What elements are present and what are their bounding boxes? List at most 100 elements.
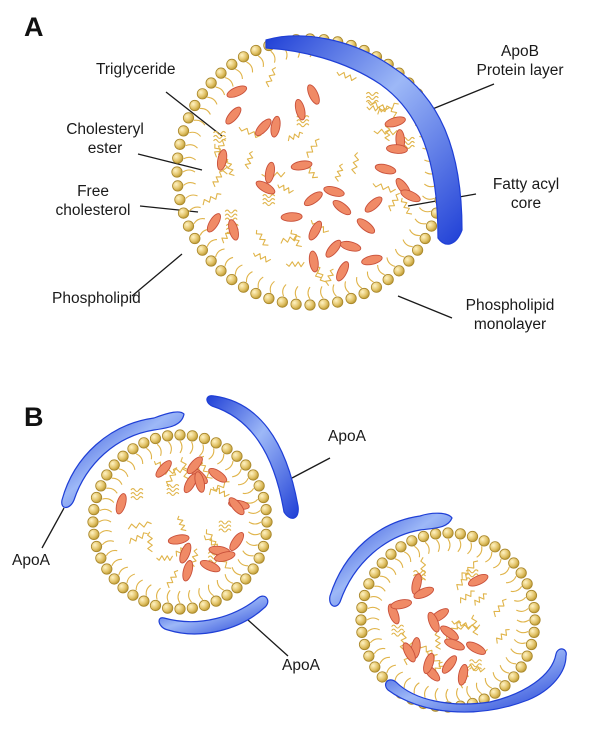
- phospholipid-tail: [106, 488, 117, 493]
- phospholipid-tail: [506, 657, 516, 663]
- label-apoa-left: ApoA: [12, 551, 50, 570]
- phospholipid-head: [467, 531, 477, 541]
- lipid-ellipse: [355, 216, 377, 236]
- phospholipid-head: [102, 564, 112, 574]
- particle-a: [172, 34, 448, 310]
- phospholipid-head: [258, 492, 268, 502]
- phospholipid-tail: [167, 590, 170, 602]
- lipid-ellipse: [207, 466, 229, 485]
- phospholipid-head: [516, 662, 526, 672]
- phospholipid-head: [206, 256, 216, 266]
- phospholipid-head: [232, 583, 242, 593]
- phospholipid-head: [91, 492, 101, 502]
- phospholipid-tail: [168, 442, 171, 454]
- label-apoa-right: ApoA: [328, 427, 366, 446]
- fatty-acyl-chain: [253, 253, 270, 262]
- phospholipid-tail: [414, 683, 419, 694]
- leader-apoa-left: [42, 508, 64, 548]
- phospholipid-tail: [246, 499, 258, 503]
- phospholipid-tail: [493, 559, 501, 568]
- phospholipid-head: [530, 615, 540, 625]
- lipid-ellipse: [334, 260, 351, 283]
- phospholipid-head: [173, 153, 183, 163]
- fatty-acyl-chain: [178, 516, 187, 531]
- panel-b-letter: B: [24, 402, 44, 433]
- cholesterol-cluster: [214, 131, 226, 142]
- lipid-ellipse: [294, 98, 307, 120]
- phospholipid-head: [206, 78, 216, 88]
- phospholipid-head: [238, 52, 248, 62]
- lipid-ellipse: [225, 84, 248, 100]
- phospholipid-tail: [511, 649, 522, 654]
- lipid-ellipse: [227, 219, 241, 242]
- phospholipid-tail: [367, 272, 373, 282]
- phospholipid-tail: [235, 265, 242, 275]
- phospholipid-head: [261, 529, 271, 539]
- phospholipid-tail: [178, 591, 180, 603]
- phospholipid-tail: [258, 277, 263, 288]
- phospholipid-tail: [235, 69, 242, 79]
- phospholipid-head: [173, 181, 183, 191]
- phospholipid-head: [248, 564, 258, 574]
- phospholipid-head: [102, 470, 112, 480]
- phospholipid-head: [88, 517, 98, 527]
- phospholipid-tail: [217, 580, 223, 590]
- phospholipid-tail: [247, 62, 253, 72]
- phospholipid-tail: [183, 170, 195, 172]
- phospholipid-tail: [493, 672, 501, 681]
- phospholipid-tail: [232, 567, 241, 575]
- phospholipid-tail: [102, 499, 114, 503]
- phospholipid-head: [150, 433, 160, 443]
- phospholipid-tail: [189, 590, 192, 602]
- label-phospholipid-monolayer: Phospholipid monolayer: [448, 296, 572, 334]
- phospholipid-tail: [186, 195, 198, 198]
- phospholipid-head: [455, 529, 465, 539]
- phospholipid-tail: [157, 444, 161, 456]
- fatty-acyl-chain: [278, 185, 294, 193]
- phospholipid-tail: [387, 257, 395, 266]
- fatty-acyl-chain: [203, 194, 221, 206]
- phospholipid-tail: [225, 461, 233, 470]
- fatty-acyl-chain: [352, 152, 359, 173]
- panel-a-letter: A: [24, 12, 44, 43]
- phospholipid-head: [190, 100, 200, 110]
- phospholipid-tail: [404, 552, 410, 562]
- phospholipid-tail: [207, 240, 217, 247]
- phospholipid-head: [522, 651, 532, 661]
- phospholipid-tail: [395, 559, 403, 568]
- lipid-ellipse: [374, 162, 396, 175]
- phospholipid-tail: [258, 56, 263, 67]
- phospholipid-head: [216, 68, 226, 78]
- phospholipid-tail: [436, 540, 439, 552]
- phospholipid-head: [227, 274, 237, 284]
- particle-b-right: [356, 528, 540, 712]
- phospholipid-head: [356, 615, 366, 625]
- phospholipid-head: [319, 299, 329, 309]
- apoa-right-band: [207, 396, 298, 519]
- phospholipid-tail: [283, 284, 286, 296]
- phospholipid-head: [357, 602, 367, 612]
- phospholipid-head: [199, 600, 209, 610]
- phospholipid-head: [183, 113, 193, 123]
- fatty-acyl-chain: [213, 487, 229, 497]
- fatty-acyl-chain: [157, 556, 173, 561]
- lipid-ellipse: [361, 253, 383, 266]
- phospholipid-head: [305, 300, 315, 310]
- phospholipid-head: [370, 568, 380, 578]
- phospholipid-head: [500, 549, 510, 559]
- phospholipid-head: [175, 430, 185, 440]
- phospholipid-head: [526, 639, 536, 649]
- phospholipid-tail: [333, 284, 336, 296]
- phospholipid-tail: [516, 630, 528, 633]
- phospholipid-tail: [189, 132, 200, 136]
- phospholipid-head: [522, 579, 532, 589]
- cholesterol-cluster: [131, 489, 143, 500]
- fatty-acyl-chain: [256, 230, 268, 245]
- phospholipid-tail: [485, 552, 491, 562]
- lipid-ellipse: [269, 116, 281, 138]
- lipid-ellipse: [305, 83, 322, 106]
- phospholipid-head: [516, 568, 526, 578]
- phospholipid-head: [96, 481, 106, 491]
- phospholipid-tail: [246, 272, 252, 282]
- phospholipid-head: [529, 602, 539, 612]
